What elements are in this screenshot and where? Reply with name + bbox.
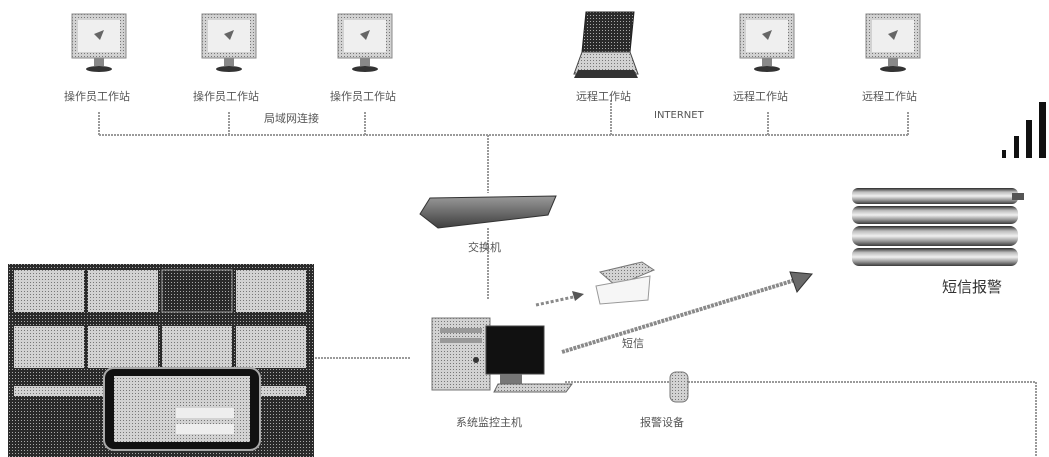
signal-strength-icon (1002, 102, 1046, 158)
client-label-5: 远程工作站 (733, 90, 788, 103)
lan-bus-lines (98, 100, 1037, 457)
client-label-6: 远程工作站 (862, 90, 917, 103)
operator-workstation-3 (337, 13, 393, 72)
client-label-2: 操作员工作站 (193, 90, 259, 103)
host-label: 系统监控主机 (456, 416, 522, 429)
switch-label: 交换机 (468, 241, 501, 254)
link-label: 短信 (622, 337, 644, 350)
operator-workstation-2 (201, 13, 257, 72)
client-label-3: 操作员工作站 (330, 90, 396, 103)
video-wall-image (8, 264, 314, 457)
remote-workstation-2 (739, 13, 795, 72)
sensor-device-icon (669, 371, 689, 403)
laptop-icon (573, 11, 639, 78)
operator-workstation-1 (71, 13, 127, 72)
switch-icon (419, 195, 557, 229)
client-label-1: 操作员工作站 (64, 90, 130, 103)
client-label-4: 远程工作站 (576, 90, 631, 103)
alarm-device-icon (852, 188, 1024, 266)
monitoring-host-icon (431, 317, 573, 393)
internet-label: INTERNET (654, 110, 704, 121)
printer-icon (595, 261, 656, 305)
alarm-label: 短信报警 (942, 278, 1003, 296)
sensor-label: 报警设备 (640, 416, 684, 429)
host-to-printer-arrow (535, 291, 584, 307)
host-to-alarm-arrow (561, 271, 813, 354)
lan-label: 局域网连接 (264, 112, 319, 125)
remote-workstation-3 (865, 13, 921, 72)
